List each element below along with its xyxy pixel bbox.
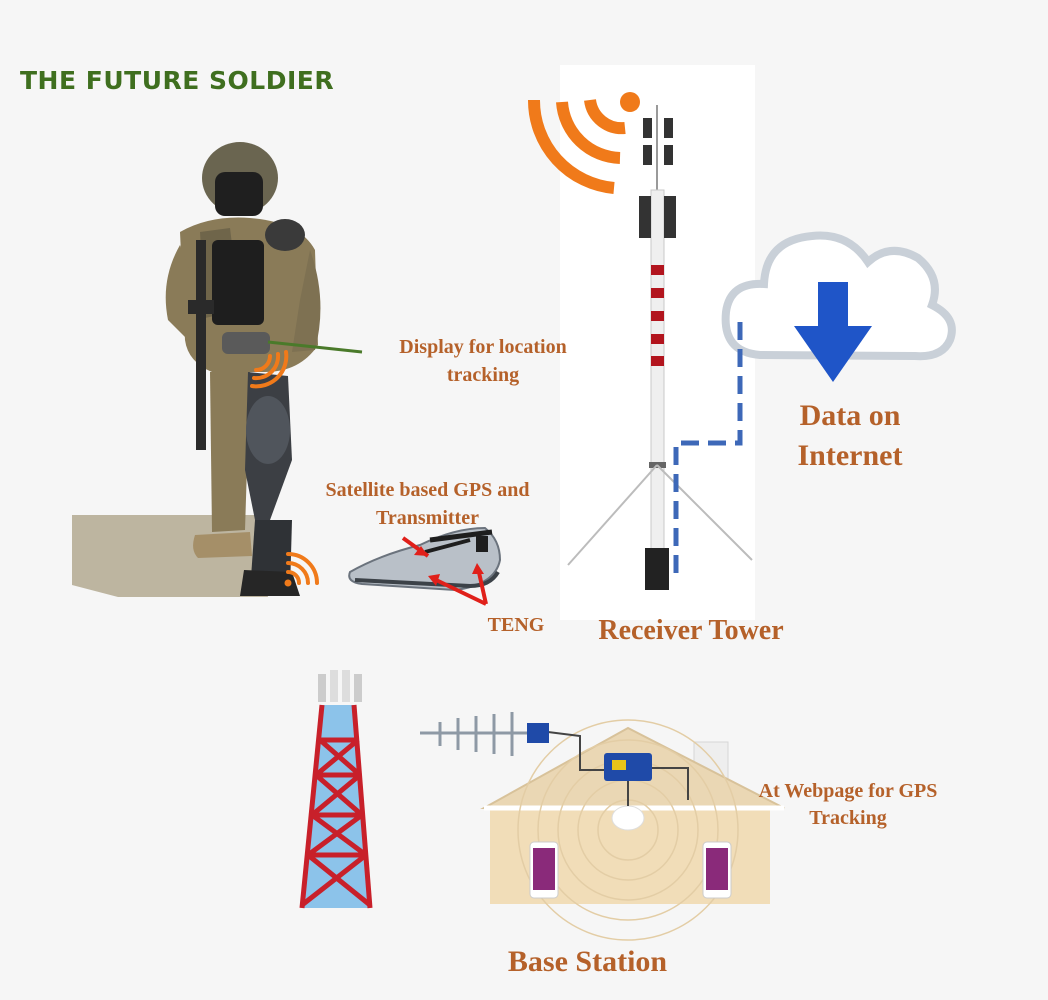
cloud-download-icon — [721, 231, 956, 382]
receiver-tower — [567, 105, 753, 590]
display-tracking-label: Display for location tracking — [399, 336, 567, 386]
receiver-tower-label: Receiver Tower — [598, 615, 784, 646]
soldier-figure — [165, 142, 321, 596]
smart-shoe — [348, 526, 502, 592]
tower-cloud-link — [673, 322, 743, 575]
wrist-signal-icon — [250, 350, 289, 389]
data-on-internet-label: Data on Internet — [797, 399, 903, 472]
broadcast-signal-icon — [527, 92, 640, 194]
boot-signal-icon — [284, 552, 319, 587]
lattice-tower — [299, 670, 373, 909]
display-callout-line — [267, 340, 363, 354]
gps-transmitter-label: Satellite based GPS and Transmitter — [325, 479, 530, 529]
teng-pointer-arrows — [401, 536, 488, 606]
base-station-house — [480, 719, 785, 941]
webpage-tracking-label: At Webpage for GPS Tracking — [758, 780, 938, 829]
brand-title: THE FUTURE SOLDIER — [20, 66, 335, 95]
base-station-label: Base Station — [507, 945, 668, 978]
teng-label: TENG — [487, 614, 545, 636]
yagi-antenna — [420, 712, 549, 756]
